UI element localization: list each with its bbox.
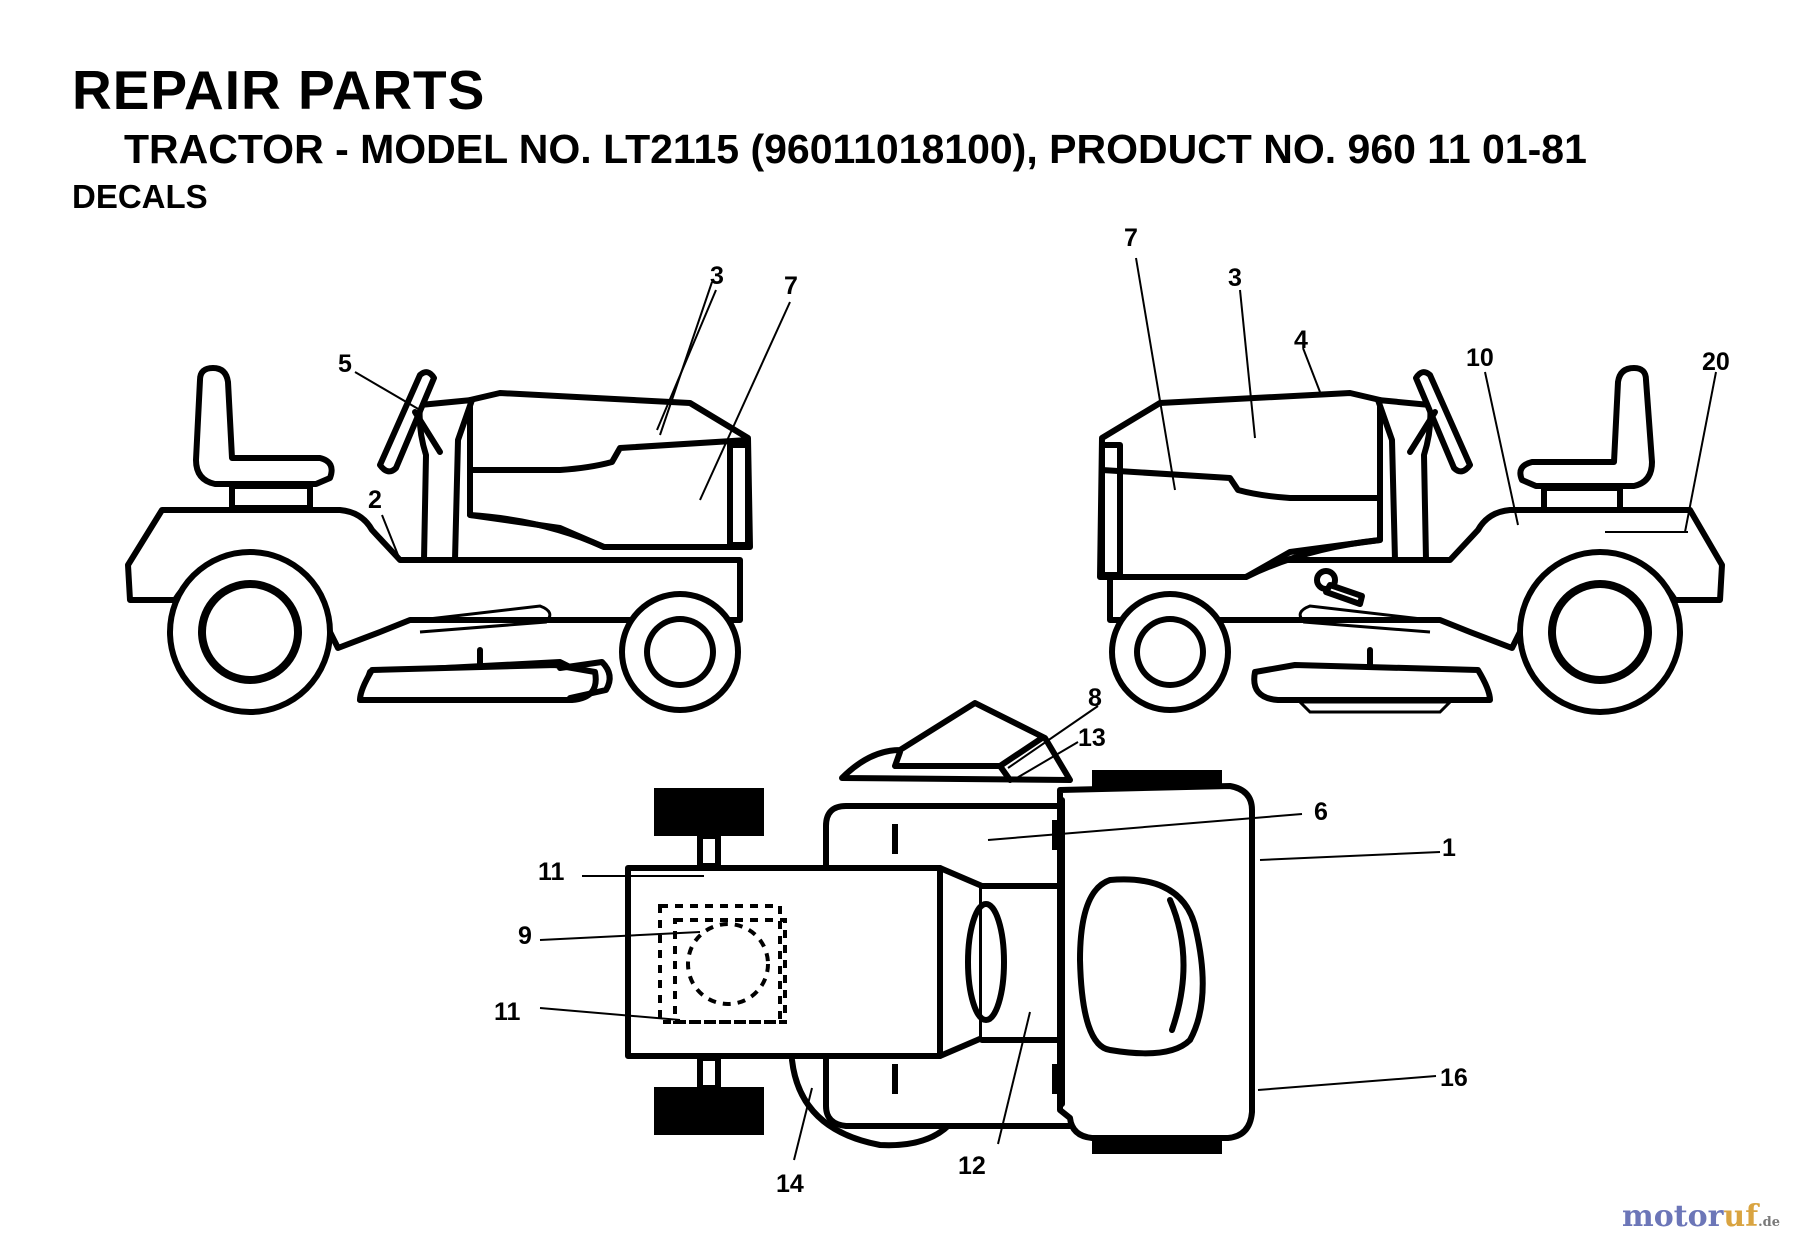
- callout-top-6: 6: [1314, 798, 1328, 826]
- model-subtitle: TRACTOR - MODEL NO. LT2115 (96011018100)…: [124, 126, 1587, 172]
- rear-fender-top: [1057, 783, 1255, 1141]
- callout-left-3: 3: [710, 262, 724, 290]
- steering-column-top: [965, 901, 1007, 1023]
- dash-right: [1375, 397, 1434, 563]
- watermark-part1: motor: [1621, 1199, 1724, 1234]
- decal-area-circle: [686, 922, 770, 1006]
- tractor-top-view: [625, 700, 1255, 1154]
- callout-top-14: 14: [776, 1170, 804, 1198]
- steering-wheel-right: [1413, 369, 1473, 475]
- callout-right-3: 3: [1228, 264, 1242, 292]
- page-title: REPAIR PARTS: [72, 59, 486, 121]
- dash-left: [416, 397, 475, 563]
- seat-post-right: [1541, 485, 1623, 513]
- deck-bulge-top: [789, 1057, 963, 1149]
- callouts: 3 7 5 2 7 3 4 10 20 8 13 6 1 11 9 11 16 …: [338, 224, 1730, 1198]
- seat-left: [193, 365, 335, 487]
- watermark-logo: motoruf.de: [1622, 1199, 1780, 1234]
- callout-right-20: 20: [1702, 348, 1730, 376]
- deck-right: [1251, 662, 1493, 703]
- front-wheel-top-upper: [654, 788, 764, 836]
- callout-top-11a: 11: [538, 858, 565, 886]
- watermark-part3: .de: [1758, 1215, 1780, 1230]
- callout-right-10: 10: [1466, 344, 1494, 372]
- hood-right: [1097, 390, 1383, 580]
- watermark-part2: uf: [1723, 1199, 1759, 1234]
- seat-top: [1077, 876, 1206, 1057]
- callout-top-16: 16: [1440, 1064, 1468, 1092]
- callout-right-7: 7: [1124, 224, 1138, 252]
- steering-wheel-left: [377, 369, 437, 475]
- front-wheel-top-lower: [654, 1087, 764, 1135]
- callout-top-13: 13: [1078, 724, 1106, 752]
- callout-left-7: 7: [784, 272, 798, 300]
- callout-right-4: 4: [1294, 326, 1308, 354]
- tractor-left-side-view: [125, 365, 753, 715]
- hood-top: [625, 865, 985, 1059]
- leader-lines: [354, 257, 1717, 1161]
- decal-area-outer: [658, 904, 782, 1024]
- callout-top-9: 9: [518, 922, 532, 950]
- callout-top-1: 1: [1442, 834, 1456, 862]
- callout-left-2: 2: [368, 486, 382, 514]
- seat-right: [1517, 365, 1655, 489]
- section-title: DECALS: [72, 178, 208, 215]
- seat-post-left: [229, 483, 313, 511]
- callout-top-11b: 11: [494, 998, 521, 1026]
- callout-left-5: 5: [338, 350, 352, 378]
- callout-top-8: 8: [1088, 684, 1102, 712]
- callout-top-12: 12: [958, 1152, 986, 1180]
- tractor-right-side-view: [1097, 365, 1725, 715]
